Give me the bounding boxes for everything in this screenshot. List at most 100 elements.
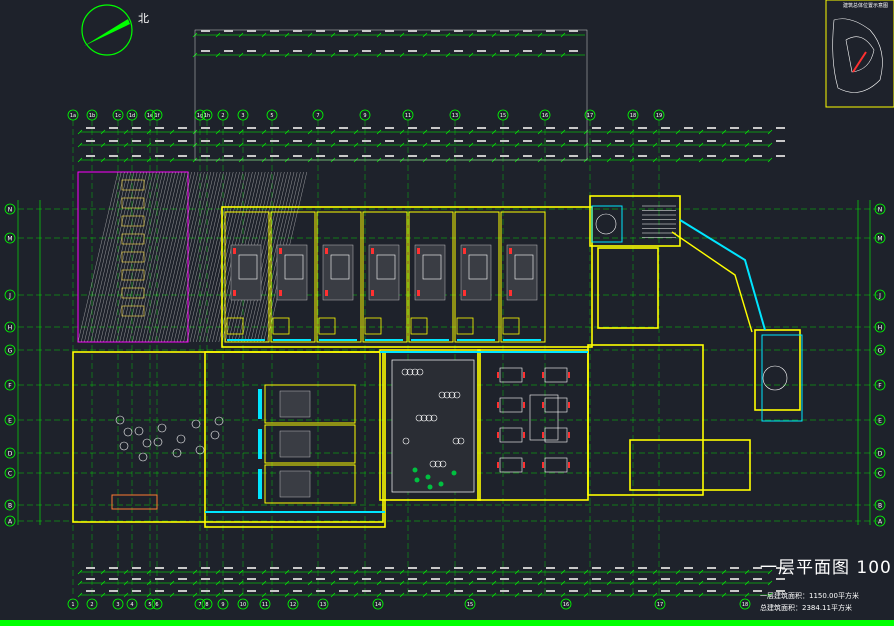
dimension-value [523,140,532,142]
chair-mark [568,462,570,468]
dimension-value [247,127,256,129]
dimension-value [546,30,555,32]
room-floor-tile [279,430,311,458]
dimension-tick [399,32,405,38]
dimension-tick [77,142,83,148]
axis-col-bubble-bottom [739,598,751,610]
dimension-value [638,567,647,569]
dimension-tick [744,142,750,148]
dimension-tick [767,569,773,575]
dimension-tick [376,580,382,586]
dimension-tick [767,580,773,586]
dimension-value [201,30,210,32]
guest-room [362,211,408,343]
wall-outline [204,351,386,528]
dimension-value [316,140,325,142]
dimension-value [201,140,210,142]
dimension-tick [744,592,750,598]
dimension-value [224,140,233,142]
axis-col-label: 18 [630,113,636,119]
chair-mark [542,402,544,408]
axis-col-bubble-bottom [259,598,271,610]
dimension-tick [675,569,681,575]
axis-col-bubble-bottom [151,598,163,610]
bathroom [272,317,290,335]
bathroom [456,317,474,335]
axis-col-bubble [237,109,249,121]
dimension-value [247,30,256,32]
axis-col-bubble-bottom [654,598,666,610]
reception-desk [111,494,158,510]
dimension-value [224,578,233,580]
dimension-tick [100,569,106,575]
axis-row-label: J [878,293,881,300]
dimension-value [339,140,348,142]
dimension-tick [261,32,267,38]
axis-col-label-bottom: 1 [71,602,74,608]
axis-col-label: 1d [129,113,135,119]
dimension-tick [629,569,635,575]
parking-hatch [77,171,307,343]
terrace-pavilion [761,334,803,422]
dimension-value [592,155,601,157]
dimension-tick [146,157,152,163]
dimension-value [684,578,693,580]
dimension-tick [422,580,428,586]
dimension-value [408,140,417,142]
axis-row-bubble [4,515,16,527]
dimension-tick [560,142,566,148]
dimension-tick [583,142,589,148]
axis-row-label: E [8,418,12,425]
dimension-tick [652,580,658,586]
furniture-mark [279,248,282,254]
dimension-value [776,578,785,580]
furniture-mark [509,248,512,254]
dimension-value [270,50,279,52]
dimension-tick [514,569,520,575]
dimension-value [362,50,371,52]
dimension-value [753,578,762,580]
dimension-tick [675,129,681,135]
dimension-tick [606,569,612,575]
dimension-tick [652,142,658,148]
landscape-icon [191,419,201,429]
dimension-value [339,50,348,52]
dimension-tick [192,569,198,575]
dimension-tick [422,569,428,575]
dimension-value [408,155,417,157]
dimension-value [178,567,187,569]
dimension-tick [560,32,566,38]
dimension-value [500,155,509,157]
hatch-line [161,171,202,343]
dimension-value [178,578,187,580]
dimension-tick [284,142,290,148]
hatch-line [196,171,237,343]
dimension-tick [238,569,244,575]
landscape-icon [176,434,186,444]
guest-room [316,211,362,343]
dimension-value [178,127,187,129]
bed-icon [238,254,258,280]
hatch-line [138,171,179,343]
dimension-tick [583,592,589,598]
dimension-tick [399,580,405,586]
chair-mark [523,432,525,438]
dimension-value [132,140,141,142]
landscape-icon [153,437,163,447]
dimension-value [201,590,210,592]
dimension-tick [422,592,428,598]
key-map-title: 建筑总体位置示意图 [843,2,888,9]
axis-col-bubble [266,109,278,121]
dimension-value [339,30,348,32]
dimension-value [500,50,509,52]
rooms [111,205,803,513]
wall-outline [72,351,384,523]
dimension-tick [537,592,543,598]
dimension-value [293,590,302,592]
axis-row-label: C [878,471,882,478]
hatch-line [173,171,215,343]
hatch-line [199,171,240,343]
dimension-tick [215,592,221,598]
axis-col-bubble-bottom [287,598,299,610]
